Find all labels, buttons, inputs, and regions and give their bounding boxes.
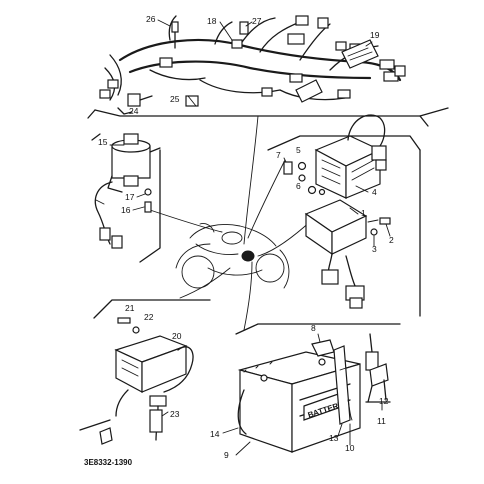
callout-15: 15 — [98, 137, 108, 147]
callout-19: 19 — [370, 30, 380, 40]
ignition-coil-group — [79, 299, 211, 445]
bolt-26 — [171, 21, 179, 33]
callout-8: 8 — [311, 323, 316, 333]
bolt-21 — [117, 317, 131, 324]
washer-22 — [132, 326, 140, 334]
starter-relay-group — [91, 133, 161, 263]
washer-17 — [144, 188, 152, 196]
callout-20: 20 — [172, 331, 182, 341]
callout-12: 12 — [379, 396, 389, 406]
callout-10: 10 — [345, 443, 355, 453]
callout-18: 18 — [207, 16, 217, 26]
callout-13: 13 — [329, 433, 339, 443]
callout-leaders — [109, 19, 391, 456]
callout-21: 21 — [125, 303, 135, 313]
callout-9: 9 — [224, 450, 229, 460]
callout-2: 2 — [389, 235, 394, 245]
wire-harness-group — [87, 15, 449, 127]
callout-7: 7 — [276, 150, 281, 160]
location-marker — [241, 250, 255, 262]
spacer-7 — [283, 161, 293, 175]
callout-14: 14 — [210, 429, 220, 439]
callout-26: 26 — [146, 14, 156, 24]
callout-16: 16 — [121, 205, 131, 215]
battery-group: ВАТТЕRY — [235, 323, 401, 453]
harness-clip-plate — [341, 39, 379, 69]
bolt-16 — [144, 201, 152, 213]
washer-3 — [370, 228, 378, 236]
callout-25: 25 — [170, 94, 180, 104]
callout-22: 22 — [144, 312, 154, 322]
bolt-2 — [379, 217, 391, 225]
clip-27 — [239, 21, 249, 35]
callout-17: 17 — [125, 192, 135, 202]
leader-lines — [149, 115, 313, 331]
motorcycle-outline — [175, 223, 290, 289]
callout-11: 11 — [377, 416, 386, 426]
callout-1: 1 — [361, 208, 366, 218]
plug-cap-23 — [149, 409, 163, 433]
washer-5 — [297, 161, 307, 171]
fuse-holder-13 — [333, 345, 351, 425]
callout-3: 3 — [372, 244, 377, 254]
holder-24 — [127, 93, 141, 107]
callout-numbers: 26 18 27 19 24 25 15 17 16 7 5 6 4 1 2 3… — [98, 14, 394, 460]
diagram-code: 3E8332-1390 — [84, 458, 133, 467]
callout-27: 27 — [252, 16, 262, 26]
callout-24: 24 — [129, 106, 139, 116]
callout-23: 23 — [170, 409, 180, 419]
callout-5: 5 — [296, 145, 301, 155]
callout-6: 6 — [296, 181, 301, 191]
rectifier-group — [267, 114, 421, 317]
callout-4: 4 — [372, 187, 377, 197]
breather-hose-14 — [237, 389, 247, 435]
nut-6 — [307, 185, 317, 195]
